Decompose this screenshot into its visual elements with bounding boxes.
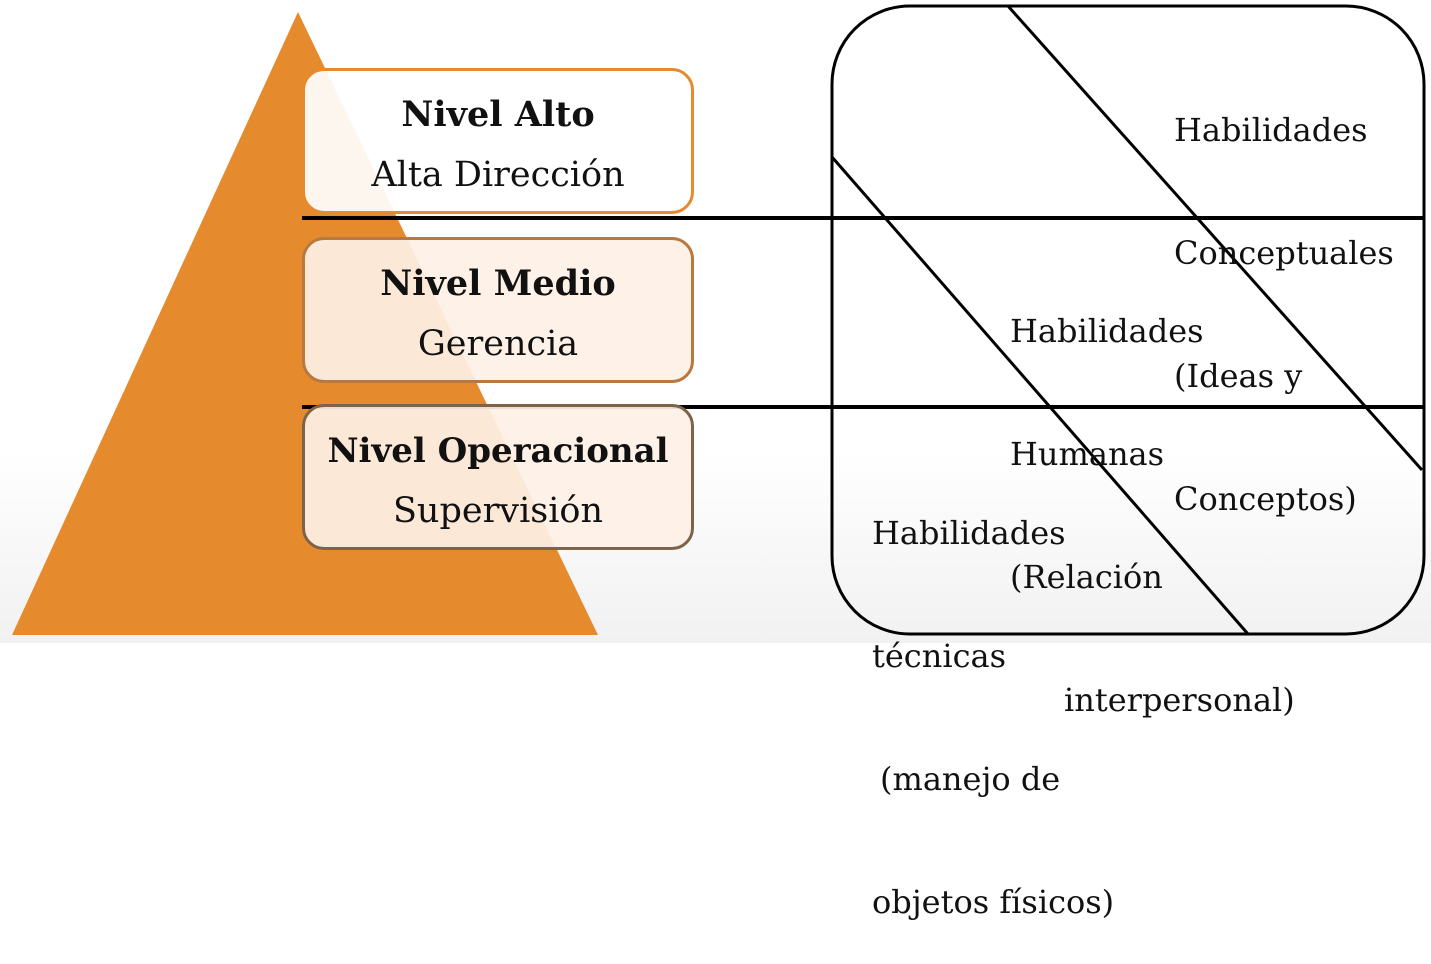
skill-line: Habilidades	[1010, 312, 1204, 350]
level-title: Nivel Alto	[401, 94, 595, 135]
level-subtitle: Alta Dirección	[371, 155, 625, 195]
level-box-medio: Nivel Medio Gerencia	[302, 237, 694, 383]
diagonal-line-upper	[1006, 5, 1424, 471]
skill-line: (manejo de	[880, 760, 1061, 798]
skills-frame	[830, 4, 1426, 636]
skill-line: Humanas	[1010, 435, 1165, 473]
skill-line: (Relación	[1010, 558, 1163, 596]
skill-line: Conceptos)	[1174, 480, 1357, 518]
skill-line: objetos físicos)	[872, 883, 1115, 921]
level-box-alto: Nivel Alto Alta Dirección	[302, 68, 694, 214]
level-title: Nivel Medio	[380, 263, 616, 304]
skill-line: Conceptuales	[1174, 234, 1394, 272]
skill-conceptuales: Habilidades Conceptuales (Ideas y Concep…	[1174, 28, 1394, 561]
skill-line: (Ideas y	[1174, 357, 1303, 395]
skill-tecnicas: Habilidades técnicas (manejo de objetos …	[872, 431, 1114, 964]
level-subtitle: Supervisión	[392, 491, 604, 531]
skill-line: Habilidades	[872, 514, 1066, 552]
diagonal-line-lower	[830, 156, 1250, 635]
skill-line: técnicas	[872, 637, 1006, 675]
level-title: Nivel Operacional	[327, 431, 669, 471]
level-subtitle: Gerencia	[417, 324, 579, 364]
level-box-operacional: Nivel Operacional Supervisión	[302, 404, 694, 550]
skill-line: Habilidades	[1174, 111, 1368, 149]
